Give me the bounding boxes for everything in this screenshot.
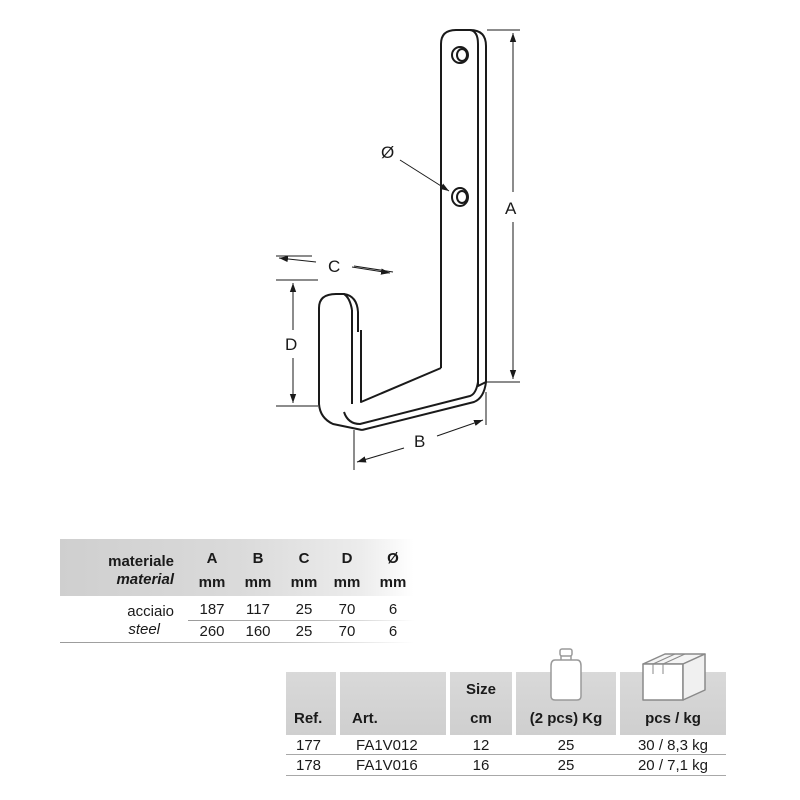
weight-icon	[550, 648, 582, 701]
material-table-header	[60, 539, 414, 596]
header-material: material	[116, 571, 174, 588]
material-name-it: acciaio	[127, 603, 174, 620]
table-row-2-b: 160	[245, 623, 271, 640]
header-ref: Ref.	[294, 710, 323, 727]
header-col-a: A	[206, 550, 218, 567]
header-col-c: C	[298, 550, 310, 567]
table-row-1-weight: 25	[557, 737, 575, 754]
header-materiale: materiale	[108, 553, 174, 570]
header-unit-diameter: mm	[379, 574, 407, 591]
table-row-2-diameter: 6	[388, 623, 398, 640]
table-row-1-d: 70	[338, 601, 356, 618]
header-unit-c: mm	[290, 574, 318, 591]
table-row-2-art: FA1V016	[356, 757, 418, 774]
header-cell-art	[340, 672, 446, 735]
table-row-2-a: 260	[199, 623, 225, 640]
table-row-1-b: 117	[246, 601, 270, 618]
header-unit-b: mm	[244, 574, 272, 591]
hook-technical-drawing: Ø A B C D	[276, 29, 520, 470]
hook-outline	[318, 29, 487, 431]
row-divider	[286, 754, 726, 755]
dimension-label-d: D	[285, 335, 297, 354]
table-row-1-art: FA1V012	[356, 737, 418, 754]
dimension-label-diameter: Ø	[381, 143, 394, 162]
table-row-1-a: 187	[199, 601, 225, 618]
header-weight: (2 pcs) Kg	[529, 710, 603, 727]
table-row-2-size: 16	[472, 757, 490, 774]
header-size: Size	[465, 681, 496, 698]
table-bottom-line	[60, 642, 414, 643]
table-row-1-diameter: 6	[388, 601, 398, 618]
dimension-label-b: B	[414, 432, 425, 451]
table-row-2-pack: 20 / 7,1 kg	[637, 757, 709, 774]
dimension-label-a: A	[505, 199, 517, 218]
header-cell-ref	[286, 672, 336, 735]
table-row-1-pack: 30 / 8,3 kg	[637, 737, 709, 754]
table-row-1-c: 25	[295, 601, 313, 618]
material-name-en: steel	[128, 621, 160, 638]
header-size-unit: cm	[470, 710, 492, 727]
table-row-2-d: 70	[338, 623, 356, 640]
box-icon	[642, 653, 706, 701]
table-row-2-c: 25	[295, 623, 313, 640]
header-pack: pcs / kg	[645, 710, 701, 727]
header-unit-d: mm	[333, 574, 361, 591]
header-art: Art.	[352, 710, 378, 727]
header-cell-size	[450, 672, 512, 735]
row-divider	[188, 620, 414, 621]
table-row-1-size: 12	[472, 737, 490, 754]
header-unit-a: mm	[198, 574, 226, 591]
header-col-d: D	[341, 550, 353, 567]
dimension-label-c: C	[328, 257, 340, 276]
table-row-1-ref: 177	[296, 737, 322, 754]
header-col-diameter: Ø	[387, 550, 399, 567]
table-row-2-weight: 25	[557, 757, 575, 774]
dimension-lines	[276, 29, 520, 470]
table-row-2-ref: 178	[296, 757, 322, 774]
table-bottom-line	[286, 775, 726, 776]
header-col-b: B	[252, 550, 264, 567]
